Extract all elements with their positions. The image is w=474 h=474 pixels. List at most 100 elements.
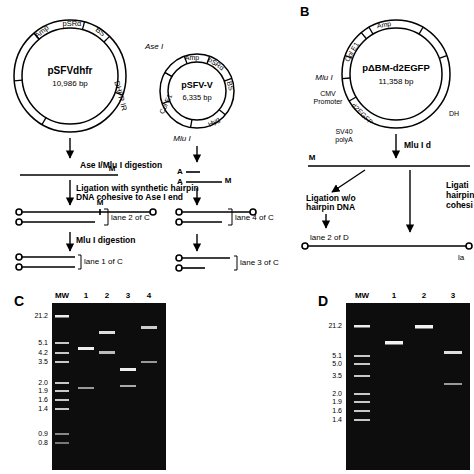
site-mark: M	[309, 154, 316, 163]
dna-fragment	[186, 171, 200, 173]
step-note: Mlu I digestion	[76, 236, 136, 245]
bracket	[78, 255, 81, 269]
gel-image	[141, 326, 157, 329]
feature-label: CMV Promoter	[308, 90, 348, 105]
plasmid-ring	[12, 18, 128, 134]
plasmid-ring	[350, 28, 442, 120]
step-note: lane 3 of C	[240, 259, 279, 268]
dna-fragment	[466, 243, 472, 249]
gel-image	[99, 351, 115, 354]
size-marker: 5.1	[38, 339, 48, 347]
segment-divider	[342, 77, 350, 79]
size-marker: 1.6	[332, 407, 342, 415]
segment-divider	[14, 80, 22, 82]
segment-divider	[419, 27, 423, 34]
flow-arrow	[196, 146, 197, 162]
plasmid-name: pSFV-V	[181, 81, 213, 91]
dna-fragment	[182, 257, 230, 259]
gel-image	[444, 383, 462, 385]
dna-fragment	[22, 266, 75, 268]
gel-image	[78, 347, 94, 350]
segment-divider	[42, 118, 46, 125]
bracket	[234, 256, 237, 270]
dna-fragment	[186, 181, 222, 183]
segment-divider	[219, 110, 225, 115]
feature-label: DH	[449, 110, 459, 118]
gel-image	[354, 325, 370, 328]
gel-image	[55, 382, 69, 384]
feature-label: Ase I	[145, 43, 163, 52]
step-note: Ligati	[446, 181, 469, 190]
gel-image	[415, 325, 433, 329]
lane-label: 3	[126, 292, 130, 301]
feature-label: Mlu I	[173, 135, 190, 144]
step-note: Ligation w/o hairpin DNA	[306, 194, 368, 213]
flow-arrow	[325, 214, 326, 228]
gel-image	[55, 399, 69, 401]
gel-image	[385, 341, 403, 345]
step-note: Ase I/Mlu I digestion	[80, 161, 162, 170]
gel-image	[55, 315, 69, 444]
site-mark: M	[225, 177, 232, 186]
plasmid-map: pΔBM-d2EGFP11,358 bpAmpCol E1Mlu ICMV Pr…	[340, 18, 452, 130]
segment-divider	[439, 56, 447, 59]
flow-arrow	[70, 134, 410, 251]
gel-image	[354, 363, 370, 365]
gel-image	[354, 410, 370, 412]
dna-fragment	[22, 256, 75, 258]
gel-image	[52, 303, 166, 470]
dna-fragment	[16, 209, 22, 215]
step-note: la	[458, 254, 464, 263]
feature-label: BS	[94, 26, 107, 39]
segment-divider	[191, 120, 192, 128]
panel-letter: C	[14, 294, 24, 309]
size-marker: 0.9	[38, 430, 48, 438]
segment-divider	[165, 73, 172, 77]
gel-image	[354, 419, 370, 421]
gel-image	[55, 433, 69, 435]
size-marker: 1.9	[332, 398, 342, 406]
size-marker: 1.4	[332, 416, 342, 424]
size-marker: 21.2	[328, 322, 342, 330]
feature-label: pSRα	[63, 20, 82, 28]
flow-arrow	[395, 134, 396, 158]
lane-label: 1	[84, 292, 88, 301]
step-note: lane 2 of C	[111, 214, 150, 223]
dna-fragment	[182, 211, 250, 213]
lane-label: MW	[355, 292, 369, 301]
segment-divider	[369, 27, 373, 34]
plasmid-ring	[168, 62, 226, 120]
plasmid-ring	[22, 28, 118, 124]
step-note: lane 1 of C	[84, 258, 123, 267]
site-mark: A	[177, 168, 183, 177]
flow-arrow	[69, 232, 70, 251]
segment-divider	[349, 97, 356, 101]
gel-image	[354, 375, 370, 377]
size-marker: 1.6	[38, 396, 48, 404]
dna-fragment	[16, 264, 22, 270]
dna-fragment	[176, 265, 182, 271]
gel-image	[354, 393, 370, 395]
plasmid-name: pΔBM-d2EGFP	[362, 63, 430, 73]
gel-image	[354, 355, 370, 357]
feature-label: SV40 polyA	[326, 128, 362, 143]
plasmid-size: 10,986 bp	[52, 80, 88, 89]
site-mark: M	[109, 165, 116, 174]
dna-fragment	[16, 219, 22, 225]
dna-fragment	[182, 221, 222, 223]
gel-image	[141, 361, 157, 363]
step-note: cohesi	[446, 201, 473, 210]
dna-fragment	[22, 221, 95, 223]
size-marker: 3.5	[332, 372, 342, 380]
gel-image	[55, 442, 69, 444]
dna-fragment	[150, 209, 156, 215]
flow-arrow	[332, 170, 365, 192]
plasmid-ring	[14, 20, 126, 132]
gel-image	[55, 342, 69, 344]
segment-divider	[104, 36, 110, 42]
plasmid-map: pSFVdhfr10,986 bpAmppSRαBSDHFR IR	[12, 18, 128, 134]
gel-image	[444, 351, 462, 354]
dna-fragment	[176, 219, 182, 225]
plasmid-map: pSFV-V6,335 bpAse IAmppSRαBSCol E1HygMlu…	[158, 52, 236, 130]
